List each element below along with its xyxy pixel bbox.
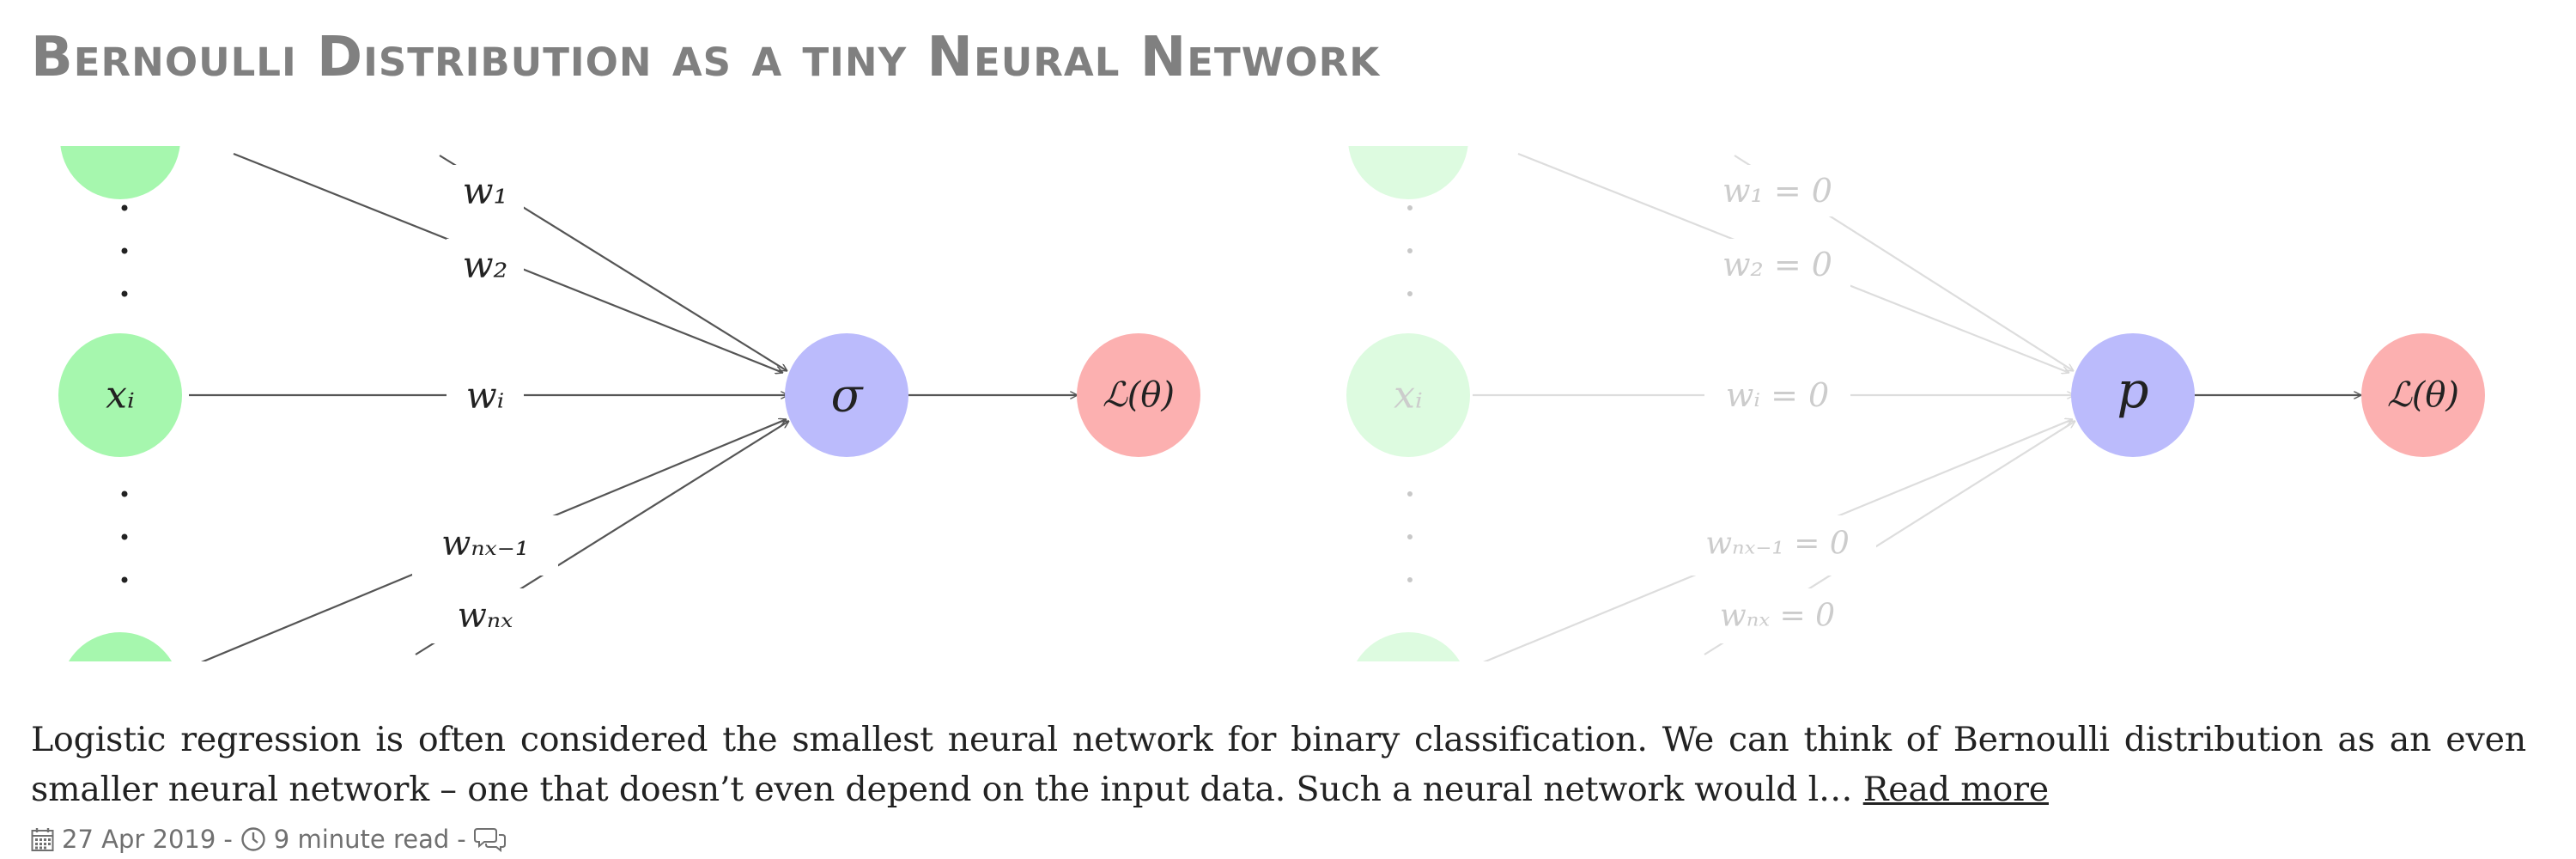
post-title[interactable]: Bernoulli Distribution as a tiny Neural … xyxy=(31,26,1381,89)
network-diagram-left: w₁ w₂ wᵢ wₙₓ₋₁ wₙₓ xᵢ σ ℒ(θ) xyxy=(58,146,1200,661)
weight-label-wnx-minus-1: wₙₓ₋₁ xyxy=(441,524,529,564)
input-node-bottom-faded xyxy=(1356,632,1461,661)
loss-node-label-right: ℒ(θ) xyxy=(2387,375,2459,415)
sigmoid-node xyxy=(785,333,908,457)
weight-label-w2: w₂ xyxy=(463,244,508,286)
excerpt-text: Logistic regression is often considered … xyxy=(31,720,2526,809)
weight-label-w2-zero: w₂ = 0 xyxy=(1722,246,1832,283)
read-more-link[interactable]: Read more xyxy=(1862,770,2049,809)
meta-separator: - xyxy=(223,825,233,854)
post-excerpt: Logistic regression is often considered … xyxy=(31,715,2526,814)
probability-node-label: p xyxy=(2117,361,2148,419)
input-node-label: xᵢ xyxy=(106,374,135,417)
loss-node-right xyxy=(2361,333,2485,457)
weight-label-w1: w₁ xyxy=(463,170,508,212)
ellipsis-dots-faded xyxy=(1407,205,1413,582)
weight-label-wi-zero: wᵢ = 0 xyxy=(1726,376,1829,414)
probability-node xyxy=(2071,333,2195,457)
weight-label-wnx: wₙₓ xyxy=(458,596,513,636)
comments-icon[interactable] xyxy=(473,826,507,852)
loss-node-label: ℒ(θ) xyxy=(1103,375,1175,415)
input-node-top xyxy=(60,146,180,199)
input-node-bottom xyxy=(68,632,173,661)
network-diagram-right: w₁ = 0 w₂ = 0 wᵢ = 0 wₙₓ₋₁ = 0 wₙₓ = 0 x… xyxy=(1346,146,2485,661)
input-node-xi-faded xyxy=(1346,333,1470,457)
weight-label-wnx-zero: wₙₓ = 0 xyxy=(1720,599,1835,634)
weight-label-w1-zero: w₁ = 0 xyxy=(1722,172,1832,210)
input-node-top-faded xyxy=(1348,146,1468,199)
post-figure: w₁ w₂ wᵢ wₙₓ₋₁ wₙₓ xᵢ σ ℒ(θ) xyxy=(0,146,2576,661)
weight-label-wi: wᵢ xyxy=(466,375,504,417)
reading-time: 9 minute read xyxy=(273,825,450,854)
post-meta: 27 Apr 2019 - 9 minute read - xyxy=(31,825,507,854)
ellipsis-dots xyxy=(121,204,128,583)
weight-edges xyxy=(189,152,1078,661)
sigmoid-node-label: σ xyxy=(831,369,865,423)
meta-separator: - xyxy=(457,825,466,854)
calendar-icon xyxy=(31,827,54,851)
loss-node xyxy=(1077,333,1200,457)
clock-icon xyxy=(241,827,265,851)
input-node-xi xyxy=(58,333,182,457)
post-date: 27 Apr 2019 xyxy=(62,825,216,854)
weight-label-wnx-minus-1-zero: wₙₓ₋₁ = 0 xyxy=(1705,527,1850,562)
figure-svg: w₁ w₂ wᵢ wₙₓ₋₁ wₙₓ xᵢ σ ℒ(θ) xyxy=(58,146,2485,661)
input-node-label-faded: xᵢ xyxy=(1394,374,1423,417)
